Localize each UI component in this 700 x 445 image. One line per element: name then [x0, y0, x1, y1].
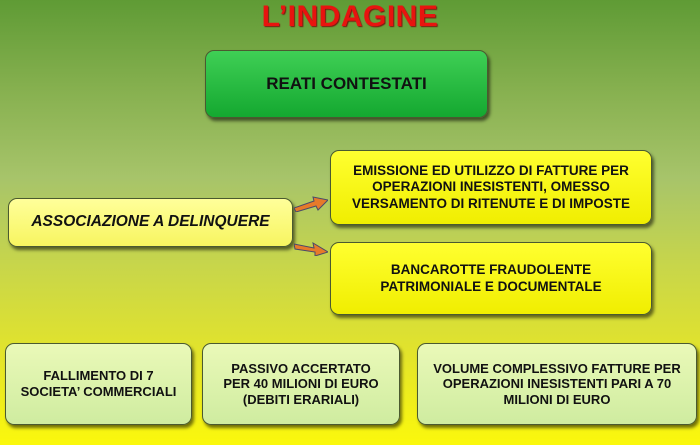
reati-contestati-box: REATI CONTESTATI — [205, 50, 488, 118]
bancarotte-box: BANCAROTTE FRAUDOLENTE PATRIMONIALE E DO… — [330, 242, 652, 315]
volume-fatture-box: VOLUME COMPLESSIVO FATTURE PER OPERAZION… — [417, 343, 697, 425]
arrow-icon — [294, 196, 328, 212]
slide-title: L’INDAGINE — [261, 0, 439, 33]
arrow-icon — [294, 241, 328, 256]
passivo-box: PASSIVO ACCERTATO PER 40 MILIONI DI EURO… — [202, 343, 400, 425]
fatture-box: EMISSIONE ED UTILIZZO DI FATTURE PER OPE… — [330, 150, 652, 225]
fallimento-box: FALLIMENTO DI 7 SOCIETA’ COMMERCIALI — [5, 343, 192, 425]
associazione-box: ASSOCIAZIONE A DELINQUERE — [8, 198, 293, 247]
